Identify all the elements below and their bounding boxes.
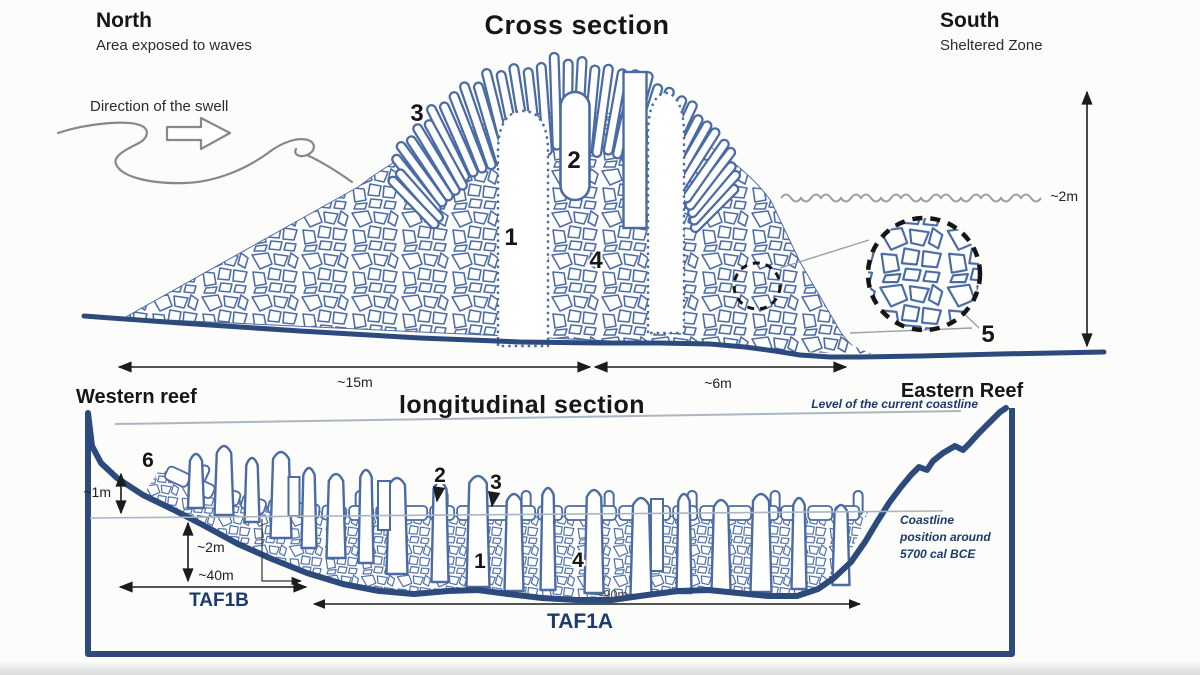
w90-label: ~90m xyxy=(596,588,628,602)
reef-mound-apron xyxy=(752,312,872,354)
standing-stone xyxy=(243,456,261,524)
rect-post xyxy=(650,498,664,572)
standing-stone xyxy=(675,492,693,595)
standing-stone xyxy=(629,496,653,597)
standing-stone xyxy=(213,444,235,517)
label-4: 4 xyxy=(589,247,603,274)
width-main-label: ~15m xyxy=(337,374,372,390)
standing-stone xyxy=(539,486,557,592)
bce-coastline-line xyxy=(89,510,944,519)
label-2: 2 xyxy=(567,147,580,174)
rect-post xyxy=(287,476,301,517)
standing-stone xyxy=(790,496,808,591)
cross-section-title: Cross section xyxy=(484,10,669,40)
label-5: 5 xyxy=(981,321,994,348)
swell-direction-label: Direction of the swell xyxy=(90,98,228,115)
label2-pointer-arrow xyxy=(432,486,446,503)
bce-coastline-label-line2: position around xyxy=(899,530,991,544)
detail-source-circle xyxy=(732,261,782,311)
western-reef-label: Western reef xyxy=(76,386,197,408)
north-label: North xyxy=(96,9,152,32)
palisade-post-fill xyxy=(692,185,738,231)
palisade-post-fill xyxy=(397,170,442,221)
rect-post xyxy=(377,480,391,531)
w40-label: ~40m xyxy=(198,567,233,583)
taf1b-depth-bracket xyxy=(261,519,303,586)
label-1: 1 xyxy=(504,224,517,251)
label-2-long: 2 xyxy=(434,464,446,487)
label-6-long: 6 xyxy=(142,449,154,472)
palisade-post-fill xyxy=(605,70,626,154)
post-capsule-2 xyxy=(559,90,591,202)
palisade-post-fill xyxy=(414,125,459,194)
palisade-post-fill xyxy=(389,177,438,228)
standing-stone xyxy=(583,488,605,595)
water-surface-line xyxy=(780,193,1042,203)
palisade-post-fill xyxy=(450,93,486,172)
palisade-post-fill xyxy=(550,54,561,149)
current-coastline-line xyxy=(114,410,962,425)
label-3-long: 3 xyxy=(490,471,502,494)
seabed-profile-line xyxy=(85,405,1009,603)
palisade-post-fill xyxy=(593,65,612,156)
cross-section-panel: Cross section North Area exposed to wave… xyxy=(56,9,1107,391)
standing-stone xyxy=(503,492,525,593)
label-4-long: 4 xyxy=(572,549,584,572)
swell-sketch xyxy=(56,121,354,185)
bce-coastline-label-line3: 5700 cal BCE xyxy=(900,547,976,561)
standing-stone xyxy=(465,474,491,589)
standing-stone-right xyxy=(646,91,686,335)
longitudinal-title: longitudinal section xyxy=(399,391,645,419)
taf1a-zone-label: TAF1A xyxy=(547,610,613,633)
label-1-long: 1 xyxy=(474,550,486,573)
standing-stone xyxy=(186,452,206,510)
course-block xyxy=(807,505,834,521)
width-apron-label: ~6m xyxy=(704,375,732,391)
detail-zoom-circle xyxy=(865,215,983,333)
standing-stone xyxy=(749,492,773,594)
bottom-edge-fade xyxy=(0,661,1200,675)
standing-stone xyxy=(430,480,450,584)
swell-direction-arrow-icon xyxy=(165,116,232,151)
eastern-reef-label: Eastern Reef xyxy=(901,380,1024,402)
current-coastline-label: Level of the current coastline xyxy=(811,397,978,411)
palisade-post-fill xyxy=(397,143,446,206)
seabed-line xyxy=(81,313,1107,360)
label3-pointer-arrow xyxy=(487,491,501,508)
north-subtitle: Area exposed to waves xyxy=(96,37,252,54)
taf1b-zone-label: TAF1B xyxy=(189,590,249,611)
palisade-post-fill xyxy=(428,106,468,180)
standing-stone xyxy=(300,466,318,550)
palisade-post-fill xyxy=(408,137,452,200)
h1-label: ~1m xyxy=(83,484,111,500)
palisade-post-fill xyxy=(689,163,735,216)
longitudinal-section-panel: Western reef longitudinal section Easter… xyxy=(76,380,1024,657)
palisade-post-fill xyxy=(461,83,495,168)
palisade-post-fill xyxy=(691,172,739,224)
south-label: South xyxy=(940,9,999,32)
palisade-post-fill xyxy=(441,103,477,176)
palisade-post-fill xyxy=(686,149,734,209)
height-measure-label: ~2m xyxy=(1050,188,1078,204)
section-frame xyxy=(85,408,1015,657)
label-3: 3 xyxy=(410,100,423,127)
palisade-post-fill xyxy=(683,141,728,202)
h2-label: ~2m xyxy=(197,539,225,555)
standing-stone xyxy=(710,498,732,593)
palisade-post-fill xyxy=(425,121,466,189)
bce-coastline-label-line1: Coastline xyxy=(900,513,954,527)
post-rect-tall xyxy=(622,70,648,230)
south-subtitle: Sheltered Zone xyxy=(940,37,1043,54)
standing-stone-1 xyxy=(496,109,550,348)
